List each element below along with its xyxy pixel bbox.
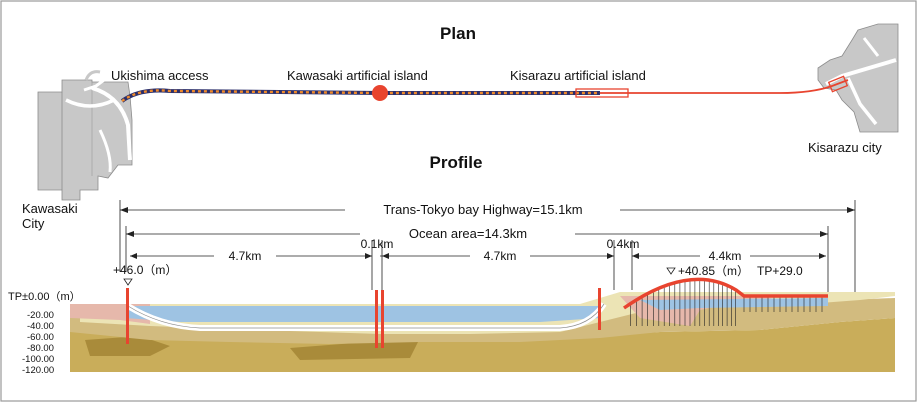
label-kawasaki-city-line2: City [22,216,45,231]
kisarazu-island-tower [598,288,601,330]
ukishima-tower [126,288,129,344]
kisarazu-interchange-marker [827,75,849,93]
label-ukishima-access: Ukishima access [111,68,209,83]
depth-tick-40: -40.00 [27,321,54,332]
label-ocean-area: Ocean area=14.3km [409,226,527,241]
kawasaki-island-shaft-2 [381,290,384,348]
bridge-section [622,277,828,326]
label-kawasaki-city: Kawasaki [22,201,78,216]
plan-title: Plan [440,24,476,43]
label-segment-5: 4.4km [709,249,742,263]
geology-cross-section [70,292,895,372]
elev-bridge-marker [666,267,676,275]
depth-tick-80: -80.00 [27,343,54,354]
elev-left-marker [123,278,133,286]
depth-tick-120: -120.00 [22,365,54,376]
label-segment-4: 0.4km [607,237,640,251]
profile-structures [126,288,601,348]
depth-tick-20: -20.00 [27,310,54,321]
plan-route [120,75,849,103]
label-elev-left: +46.0（m） [113,263,177,277]
dimension-lines [119,200,856,300]
label-kisarazu-city: Kisarazu city [808,140,882,155]
profile-title: Profile [430,153,483,172]
depth-tick-60: -60.00 [27,332,54,343]
depth-tick-100: -100.00 [22,354,54,365]
label-elev-bridge: +40.85（m） [678,264,749,278]
label-elev-tp: TP+29.0 [757,264,803,278]
label-segment-3: 4.7km [484,249,517,263]
label-segment-2: 0.1km [361,237,394,251]
kawasaki-island-shaft-1 [375,290,378,348]
depth-zero-label: TP±0.00（m） [8,290,81,303]
kawasaki-island-marker [372,85,388,101]
label-segment-1: 4.7km [229,249,262,263]
depth-axis: TP±0.00（m） -20.00 -40.00 -60.00 -80.00 -… [8,290,81,376]
label-total-length: Trans-Tokyo bay Highway=15.1km [383,202,582,217]
kisarazu-island-marker [575,88,629,98]
dimension-arrows [120,207,855,259]
label-kawasaki-artificial-island: Kawasaki artificial island [287,68,428,83]
kawasaki-land [37,70,133,201]
label-kisarazu-artificial-island: Kisarazu artificial island [510,68,646,83]
